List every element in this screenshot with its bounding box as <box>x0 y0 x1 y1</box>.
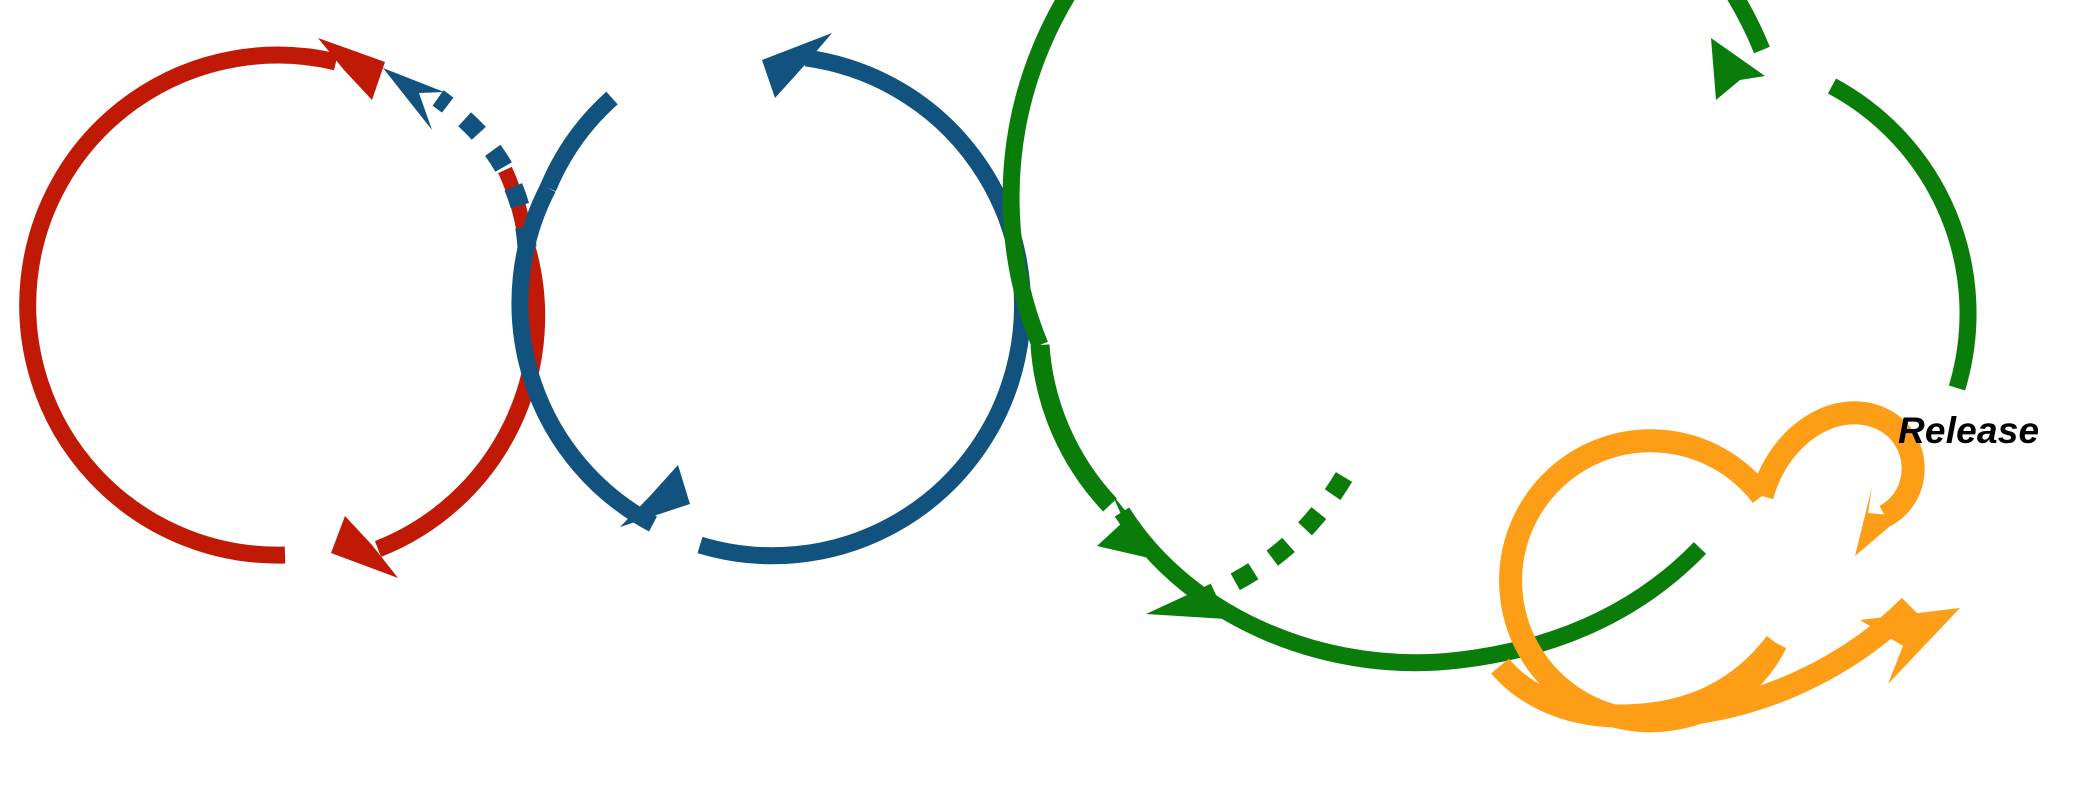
cycle-green-arc-right <box>1827 78 1977 391</box>
cycle-orange-release-arrowhead <box>1860 608 1960 684</box>
cycle-blue-arc-right <box>697 49 1031 565</box>
cycle-green-arc-left <box>1002 0 1770 349</box>
cycle-red-arrowhead-bottom <box>331 516 398 578</box>
cycle-blue-arc-upper-left <box>540 91 618 192</box>
connector-green-to-blue[interactable] <box>1146 472 1353 619</box>
cycle-blue-arrowhead-top <box>762 33 832 98</box>
release-label: Release <box>1898 410 2040 451</box>
cycle-green[interactable] <box>1002 0 1977 672</box>
connector-green-to-blue-arrowhead <box>1146 583 1226 619</box>
connector-red-to-blue-dashes <box>432 90 537 248</box>
cycle-green-arc-bottom <box>1114 507 1707 672</box>
cycle-green-arrowhead-top <box>1711 38 1765 100</box>
cycle-orange-release-tail <box>1491 635 1786 728</box>
cycle-red-arc-right <box>374 241 546 557</box>
cycle-red-arc-left <box>19 46 338 564</box>
cycle-orange[interactable] <box>1491 401 1960 733</box>
cycle-blue-arrowhead-bottom <box>620 465 690 527</box>
cycle-red[interactable] <box>19 38 546 578</box>
connector-red-to-blue-arrowhead <box>383 68 444 130</box>
cycle-orange-self-loop <box>1750 401 1925 527</box>
cycle-blue-arc-left <box>511 184 657 532</box>
cycle-red-arrowhead-top <box>318 38 385 100</box>
cycle-green-arc-lower-left <box>1030 344 1117 512</box>
connector-green-to-blue-dashes <box>1205 472 1353 604</box>
cycle-orange-self-loop-arrowhead <box>1855 487 1902 556</box>
cycle-blue[interactable] <box>511 33 1031 565</box>
connector-red-to-blue[interactable] <box>383 68 537 248</box>
